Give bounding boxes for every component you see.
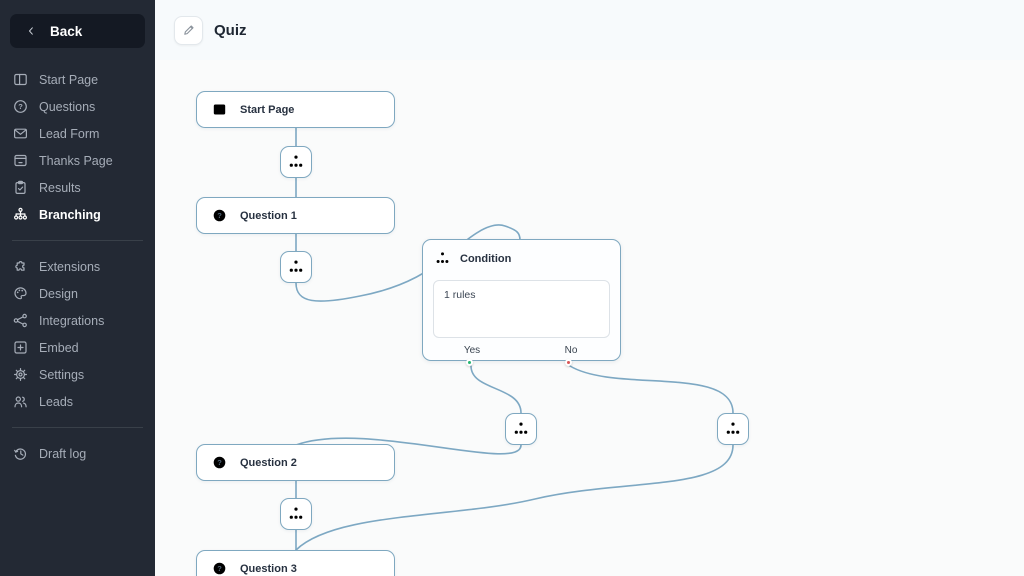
sitemap-icon [13,207,28,222]
branch-connector-node[interactable] [280,146,312,178]
sidebar-item-label: Settings [39,367,85,382]
flow-node-start-page[interactable]: Start Page [196,91,395,128]
sidebar-divider [12,427,143,428]
sitemap-icon [288,154,304,170]
sidebar-item-label: Start Page [39,72,99,87]
sidebar-item-draft-log[interactable]: Draft log [0,440,155,467]
flow-node-question-3[interactable]: Question 3 [196,550,395,576]
sidebar-item-label: Draft log [39,446,87,461]
pencil-icon [182,23,196,37]
port-label-yes: Yes [463,345,481,356]
sidebar-item-label: Extensions [39,259,101,274]
sidebar-item-label: Embed [39,340,79,355]
port-dot-yes[interactable] [466,359,473,366]
question-circle-icon [212,455,227,470]
share-nodes-icon [13,313,28,328]
back-label: Back [50,23,83,39]
sidebar-item-label: Design [39,286,78,301]
canvas-topbar: Quiz [155,0,1024,60]
card-icon [13,153,28,168]
sitemap-icon [288,506,304,522]
sitemap-icon [288,259,304,275]
sidebar-item-label: Leads [39,394,74,409]
page-title: Quiz [214,21,247,39]
sitemap-icon [513,421,529,437]
condition-title: Condition [460,252,512,265]
sidebar-item-label: Thanks Page [39,153,113,168]
branch-connector-node[interactable] [280,251,312,283]
sidebar-item-extensions[interactable]: Extensions [0,253,155,280]
node-label: Question 2 [240,456,297,469]
node-label: Question 1 [240,209,297,222]
condition-rules-box[interactable]: 1 rules [433,280,610,338]
users-icon [13,394,28,409]
branch-connector-node[interactable] [505,413,537,445]
sidebar-item-thanks-page[interactable]: Thanks Page [0,147,155,174]
sidebar-item-label: Branching [39,207,101,222]
port-dot-no[interactable] [565,359,572,366]
sitemap-icon [435,251,450,266]
sidebar-item-results[interactable]: Results [0,174,155,201]
node-label: Question 3 [240,562,297,575]
columns-icon [212,102,227,117]
sidebar-divider [12,240,143,241]
chevron-left-icon [25,25,37,37]
sidebar-nav: Start Page Questions Lead Form Thanks Pa… [0,66,155,467]
sidebar-item-integrations[interactable]: Integrations [0,307,155,334]
puzzle-icon [13,259,28,274]
sidebar-item-lead-form[interactable]: Lead Form [0,120,155,147]
sidebar: Back Start Page Questions Lead Form Than… [0,0,155,576]
back-button[interactable]: Back [10,14,145,48]
question-circle-icon [13,99,28,114]
sidebar-item-design[interactable]: Design [0,280,155,307]
sidebar-item-label: Lead Form [39,126,100,141]
sidebar-item-label: Integrations [39,313,105,328]
sidebar-item-label: Questions [39,99,96,114]
branch-connector-node[interactable] [717,413,749,445]
sidebar-item-start-page[interactable]: Start Page [0,66,155,93]
sidebar-item-leads[interactable]: Leads [0,388,155,415]
edit-title-button[interactable] [174,15,203,45]
history-icon [13,446,28,461]
sitemap-icon [725,421,741,437]
columns-icon [13,72,28,87]
sidebar-item-questions[interactable]: Questions [0,93,155,120]
envelope-icon [13,126,28,141]
question-circle-icon [212,208,227,223]
condition-header: Condition [423,240,620,266]
branch-connector-node[interactable] [280,498,312,530]
node-label: Start Page [240,103,295,116]
port-label-no: No [564,345,578,356]
flow-node-question-1[interactable]: Question 1 [196,197,395,234]
gear-icon [13,367,28,382]
sidebar-item-label: Results [39,180,81,195]
sidebar-item-embed[interactable]: Embed [0,334,155,361]
embed-icon [13,340,28,355]
question-circle-icon [212,561,227,576]
flow-canvas[interactable]: Quiz Start Page Question 1 Condition 1 r… [155,0,1024,576]
flow-node-question-2[interactable]: Question 2 [196,444,395,481]
clipboard-icon [13,180,28,195]
palette-icon [13,286,28,301]
sidebar-item-branching[interactable]: Branching [0,201,155,228]
flow-node-condition[interactable]: Condition 1 rules Yes No [422,239,621,366]
sidebar-item-settings[interactable]: Settings [0,361,155,388]
